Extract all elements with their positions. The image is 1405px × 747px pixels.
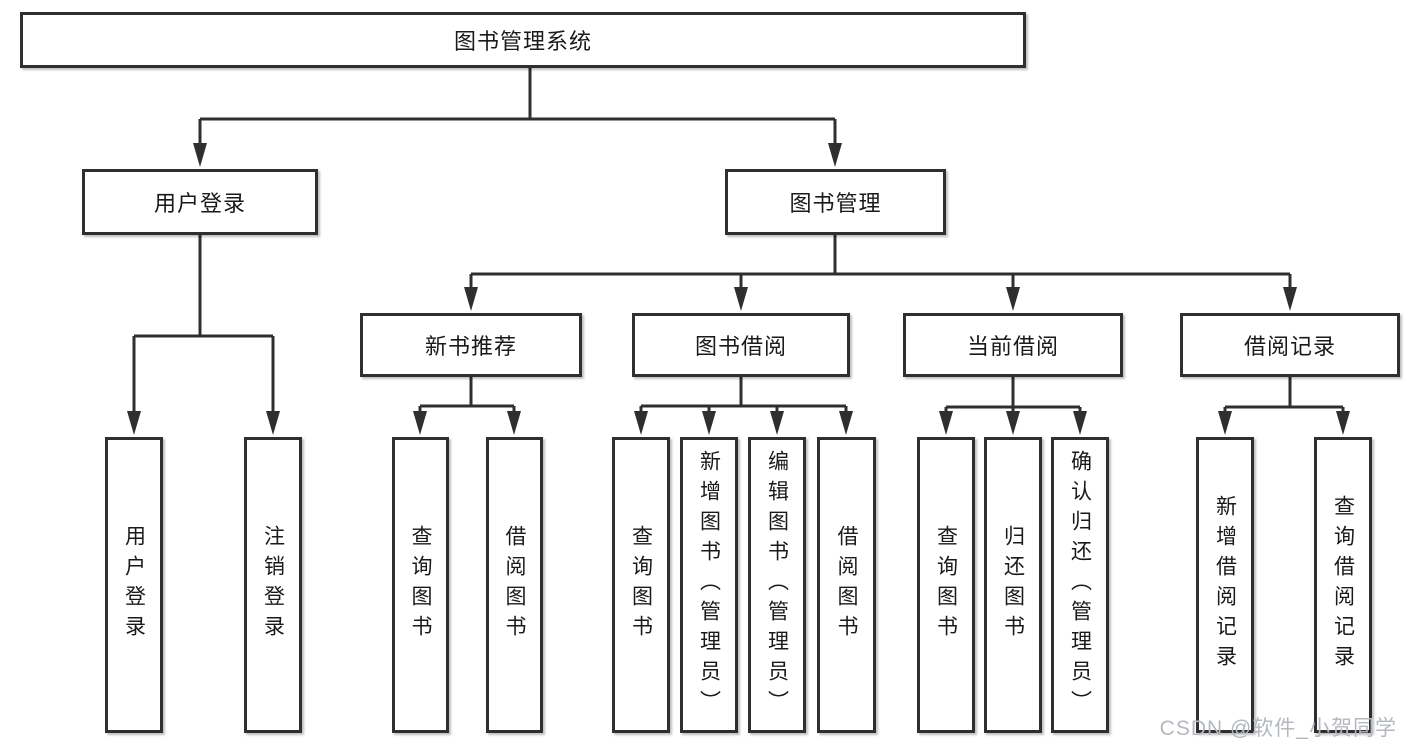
leaf-label: 查询图书: [629, 525, 653, 645]
csdn-watermark: CSDN @软件_小贺同学: [1159, 717, 1397, 740]
node-user-login: 用户登录: [82, 169, 318, 235]
node-new-book-recommendation: 新书推荐: [360, 313, 582, 377]
node-label: 图书借阅: [694, 334, 787, 359]
leaf-borrow-books: 借阅图书: [817, 437, 876, 733]
leaf-query-books-current: 查询图书: [917, 437, 975, 733]
leaf-label: 新增借阅记录: [1213, 495, 1237, 675]
leaf-label: 用户登录: [122, 525, 146, 645]
node-label: 用户登录: [153, 191, 246, 216]
node-label: 新书推荐: [424, 334, 517, 359]
node-current-borrowing: 当前借阅: [903, 313, 1123, 377]
node-book-management: 图书管理: [725, 169, 946, 235]
node-borrowing-records: 借阅记录: [1180, 313, 1400, 377]
node-label: 图书管理系统: [453, 29, 592, 54]
leaf-add-books-admin: 新增图书（管理员）: [680, 437, 738, 733]
leaf-label: 查询图书: [409, 525, 432, 645]
leaf-label: 注销登录: [261, 525, 285, 645]
leaf-label: 借阅图书: [503, 525, 526, 645]
leaf-label: 编辑图书（管理员）: [765, 450, 789, 720]
leaf-label: 查询借阅记录: [1331, 495, 1355, 675]
leaf-query-borrow-record: 查询借阅记录: [1314, 437, 1372, 733]
node-book-borrowing: 图书借阅: [632, 313, 850, 377]
node-library-management-system: 图书管理系统: [20, 12, 1026, 68]
node-label: 借阅记录: [1243, 334, 1336, 359]
leaf-label: 归还图书: [1001, 525, 1025, 645]
leaf-edit-books-admin: 编辑图书（管理员）: [748, 437, 806, 733]
leaf-user-login: 用户登录: [105, 437, 163, 733]
node-label: 当前借阅: [966, 334, 1059, 359]
leaf-query-books-borrow: 查询图书: [612, 437, 670, 733]
leaf-label: 新增图书（管理员）: [697, 450, 721, 720]
leaf-query-books-recommend: 查询图书: [392, 437, 449, 733]
leaf-return-books: 归还图书: [984, 437, 1042, 733]
node-label: 图书管理: [789, 191, 882, 216]
leaf-label: 查询图书: [934, 525, 958, 645]
leaf-confirm-return-admin: 确认归还（管理员）: [1051, 437, 1109, 733]
leaf-label: 借阅图书: [835, 525, 858, 645]
arrowheads: [127, 143, 1350, 435]
leaf-borrow-books-recommend: 借阅图书: [486, 437, 543, 733]
leaf-add-borrow-record: 新增借阅记录: [1196, 437, 1254, 733]
leaf-label: 确认归还（管理员）: [1068, 450, 1092, 720]
leaf-logout: 注销登录: [244, 437, 302, 733]
